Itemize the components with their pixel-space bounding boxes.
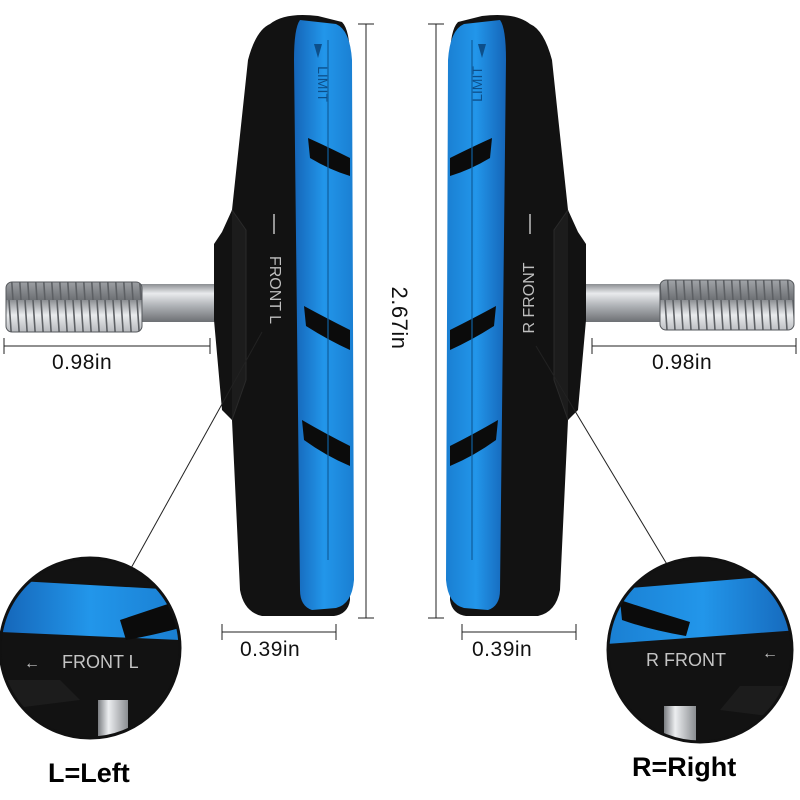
right-post-dimension-label: 0.98in [652,351,713,374]
left-zoom-callout: FRONT L ← [0,556,182,740]
svg-text:←: ← [24,655,40,672]
left-zoom-text: FRONT L [62,652,139,672]
right-brake-pad: LIMIT R FRONT [446,15,795,616]
right-limit-mark: LIMIT [469,66,485,102]
right-threaded-post [578,279,795,331]
left-brake-pad: LIMIT FRONT L [5,15,354,616]
left-pad-compound [294,20,354,610]
left-caption: L=Left [48,758,130,788]
svg-text:←: ← [762,645,778,662]
left-front-mark: FRONT L [266,256,283,324]
left-threaded-post [5,281,222,333]
right-front-mark: R FRONT [521,262,538,333]
right-width-dimension-label: 0.39in [472,638,533,661]
left-post-dimension-label: 0.98in [52,351,113,374]
right-zoom-callout: R FRONT ← [606,556,794,744]
height-dimension-label: 2.67in [387,287,412,350]
right-caption: R=Right [632,752,737,782]
dimension-lines [3,23,797,640]
right-zoom-text: R FRONT [646,650,726,670]
left-limit-mark: LIMIT [315,66,331,102]
left-width-dimension-label: 0.39in [240,638,301,661]
right-pad-compound [446,20,506,610]
